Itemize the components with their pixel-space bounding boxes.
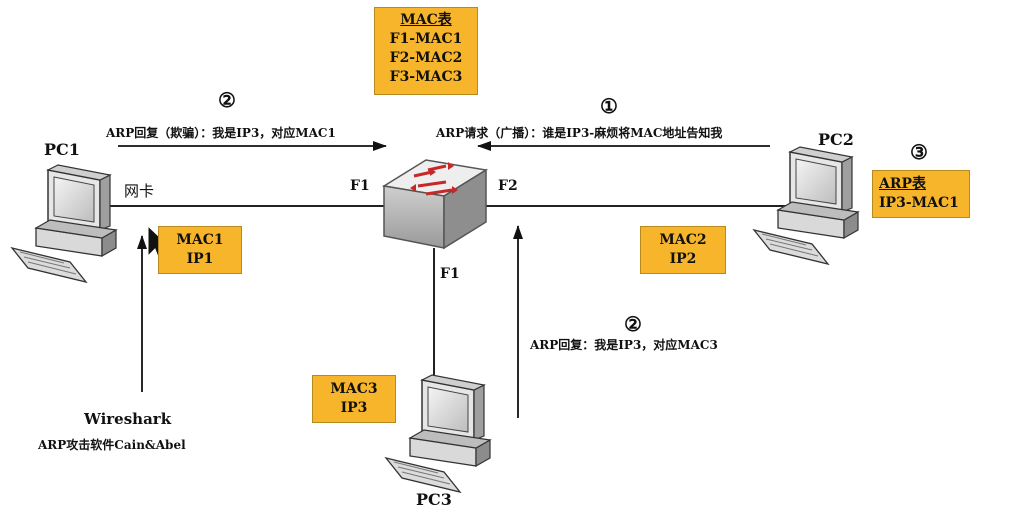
arp-table-title: ARP表 [879,176,927,192]
arp-table-box: ARP表 IP3-MAC1 [872,170,970,218]
pc1-mac: MAC1 [176,232,224,248]
mac-table-box: MAC表 F1-MAC1 F2-MAC2 F3-MAC3 [374,7,478,95]
nic-label: 网卡 [124,182,155,200]
real-reply-label: ARP回复：我是IP3，对应MAC3 [530,338,718,352]
pc3-mac: MAC3 [330,381,378,397]
pc3-address-box: MAC3 IP3 [312,375,396,423]
pc2-address-box: MAC2 IP2 [640,226,726,274]
pc1-ip: IP1 [186,251,214,267]
step-three-marker: ③ [910,140,928,164]
pc3-ip: IP3 [340,400,368,416]
switch-icon [381,159,489,250]
pc1-address-box: MAC1 IP1 [158,226,242,274]
pc3-computer-icon [385,374,491,493]
step-two-marker-bottom: ② [624,312,642,336]
spoof-reply-label: ARP回复（欺骗）：我是IP3，对应MAC1 [106,126,336,140]
pc1-label: PC1 [44,140,80,159]
pc2-mac: MAC2 [659,232,707,248]
wireshark-label: Wireshark [84,410,172,428]
step-one-marker: ① [600,94,618,118]
pc1-computer-icon [11,164,117,283]
request-label: ARP请求（广播）：谁是IP3-麻烦将MAC地址告知我 [436,126,723,140]
mac-table-row: F3-MAC3 [389,69,463,85]
pc3-label: PC3 [416,490,452,509]
port-f2-right: F2 [498,178,518,194]
port-f1-left: F1 [350,178,370,194]
mac-table-row: F1-MAC1 [389,31,463,47]
arp-table-row: IP3-MAC1 [879,195,959,211]
mac-table-row: F2-MAC2 [389,50,463,66]
pc2-label: PC2 [818,130,854,149]
port-f1-bottom: F1 [440,266,460,282]
mac-table-title: MAC表 [400,12,452,28]
step-two-marker-top: ② [218,88,236,112]
pc2-ip: IP2 [669,251,697,267]
attack-tool-label: ARP攻击软件Cain&Abel [38,438,186,452]
